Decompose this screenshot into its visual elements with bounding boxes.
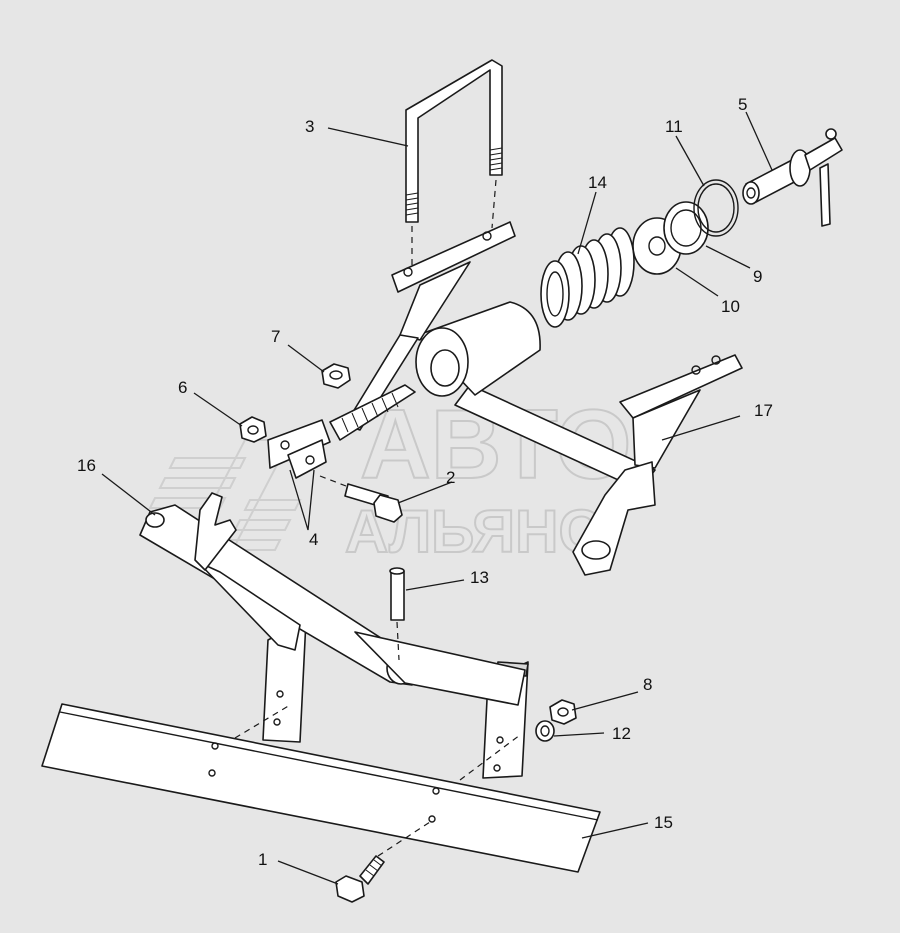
callout-2: 2: [446, 468, 455, 487]
callout-17: 17: [754, 401, 773, 420]
nut-part-8: [549, 699, 577, 725]
callout-8: 8: [643, 675, 652, 694]
nut-part-7: [321, 363, 351, 389]
callout-13: 13: [470, 568, 489, 587]
ring-part-11: [693, 179, 739, 237]
u-bolt-part-3: [405, 59, 503, 268]
pin-part-13: [389, 567, 405, 661]
leader-lines: [101, 111, 773, 885]
frame-part-16: [139, 492, 529, 779]
blade-part-15: [41, 703, 601, 873]
bolt-part-2: [319, 475, 403, 523]
bolt-part-1: [234, 704, 521, 903]
callout-labels: 1 2 3 4 5 6 7 8 9 10 11 12 13 14 15 16 1…: [77, 95, 773, 869]
washer-part-9: [663, 201, 709, 255]
washer-part-12: [535, 720, 555, 742]
callout-15: 15: [654, 813, 673, 832]
callout-16: 16: [77, 456, 96, 475]
pin-part-5: [742, 128, 843, 227]
callout-5: 5: [738, 95, 747, 114]
callout-3: 3: [305, 117, 314, 136]
callout-4: 4: [309, 530, 318, 549]
callout-12: 12: [612, 724, 631, 743]
callout-1: 1: [258, 850, 267, 869]
callout-10: 10: [721, 297, 740, 316]
callout-14: 14: [588, 173, 607, 192]
callout-6: 6: [178, 378, 187, 397]
callout-9: 9: [753, 267, 762, 286]
nut-part-6: [239, 416, 267, 443]
callout-7: 7: [271, 327, 280, 346]
clevis-part-4: [267, 384, 416, 479]
callout-11: 11: [665, 117, 683, 136]
spring-part-14: [540, 227, 635, 328]
